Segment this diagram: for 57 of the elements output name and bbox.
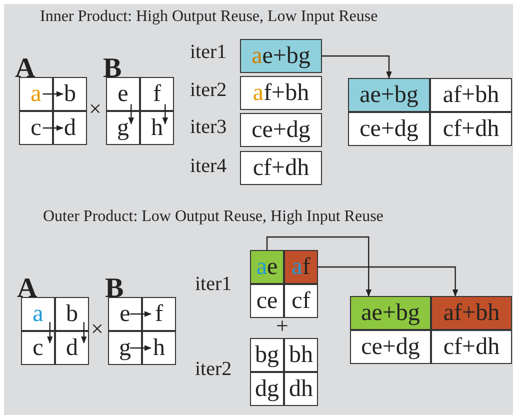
arrow	[128, 104, 134, 125]
matrix-cell: b	[53, 77, 87, 111]
matrix-cell: ae+bg	[350, 296, 431, 330]
matrix-cell: cf+dh	[240, 151, 322, 185]
matrix-cell: af	[284, 250, 318, 284]
matrix-cell: cf+dh	[431, 330, 512, 364]
arrow	[162, 104, 168, 125]
section-heading: Inner Product: High Output Reuse, Low Input Reuse	[40, 8, 378, 26]
matrix-cell: ce+dg	[350, 330, 431, 364]
section-heading: Outer Product: Low Output Reuse, High Input Reuse	[43, 208, 384, 226]
matrix-cell: ce	[250, 284, 284, 318]
matrix-cell: g	[108, 331, 142, 365]
matrix-cell: dh	[284, 372, 318, 406]
matrix-cell: f	[142, 297, 176, 331]
matrix-cell: ce+dg	[348, 112, 430, 146]
arrow	[130, 345, 152, 351]
matrix-cell: cf	[284, 284, 318, 318]
matrix-cell: dg	[250, 372, 284, 406]
matrix-cell: d	[55, 331, 89, 365]
arrow	[266, 236, 372, 297]
matrix-cell: ae	[250, 250, 284, 284]
matrix-cell: b	[55, 297, 89, 331]
matrix-cell: h	[142, 331, 176, 365]
matrix-cell: ae+bg	[348, 78, 430, 112]
matrix-cell: f	[140, 77, 174, 111]
matrix-cell: cf+dh	[430, 112, 512, 146]
matrix-cell: af+bh	[431, 296, 512, 330]
operator-symbol: ×	[89, 96, 102, 122]
arrow	[81, 322, 87, 344]
arrow	[130, 311, 152, 317]
arrow	[318, 266, 458, 297]
arrow	[42, 91, 64, 97]
matrix-cell: ae+bg	[240, 39, 322, 73]
matrix-cell: bg	[250, 338, 284, 372]
matrix-cell: d	[53, 111, 87, 145]
operator-symbol: ×	[91, 316, 104, 342]
matrix-cell: a	[19, 77, 53, 111]
matrix-cell: af+bh	[240, 76, 322, 110]
matrix-cell: e	[108, 297, 142, 331]
matrix-cell: ce+dg	[240, 113, 322, 147]
iteration-label: iter3	[190, 116, 227, 139]
matrix-cell: c	[19, 111, 53, 145]
iteration-label: iter2	[190, 79, 227, 102]
arrow	[47, 322, 53, 344]
iteration-label: iter1	[190, 41, 227, 64]
matrix-cell: g	[106, 111, 140, 145]
arrow	[42, 125, 64, 131]
matrix-cell: c	[21, 331, 55, 365]
iteration-label: iter2	[195, 358, 232, 381]
iteration-label: iter4	[190, 155, 227, 178]
matrix-cell: bh	[284, 338, 318, 372]
matrix-cell: a	[21, 297, 55, 331]
iteration-label: iter1	[195, 273, 232, 296]
matrix-cell: af+bh	[430, 78, 512, 112]
matrix-cell: h	[140, 111, 174, 145]
arrow	[322, 55, 392, 79]
matrix-cell: e	[106, 77, 140, 111]
